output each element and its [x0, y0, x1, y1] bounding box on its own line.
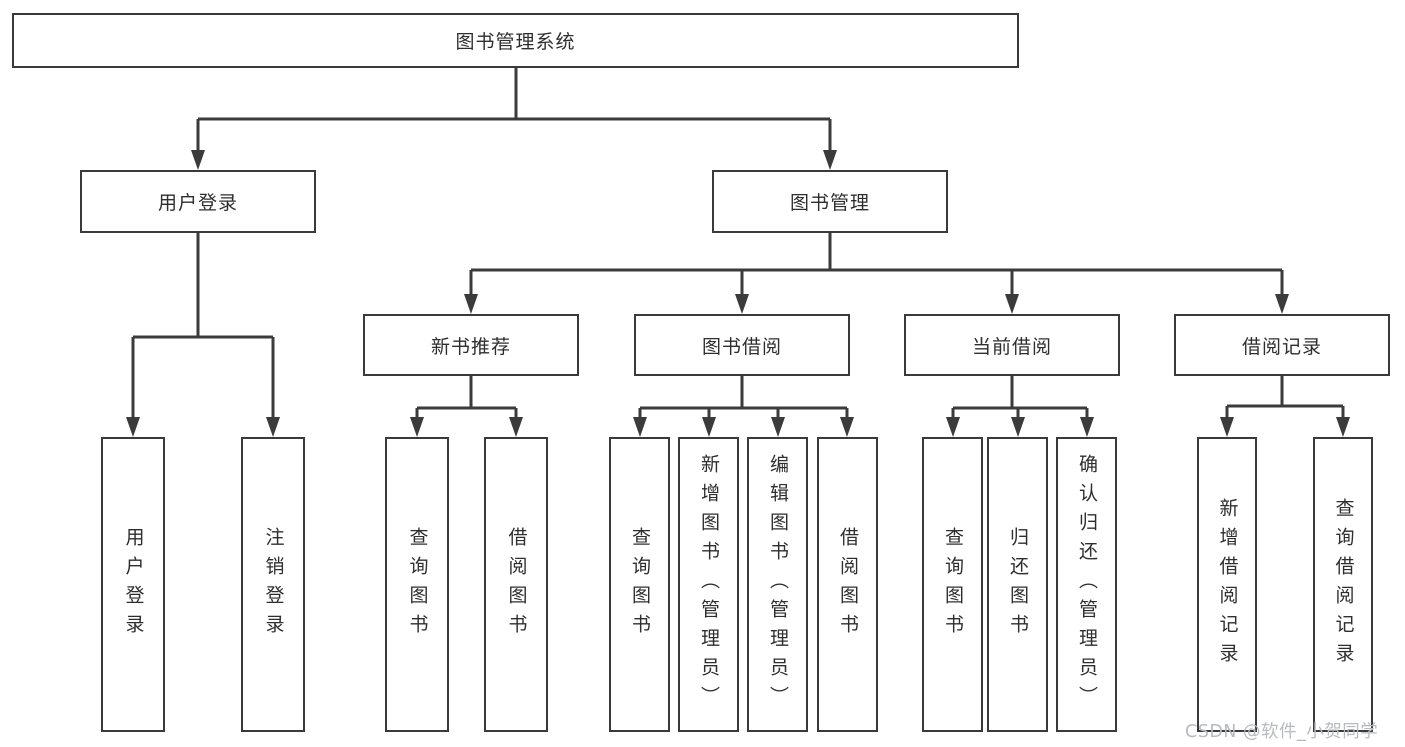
node-current-borrowing: 当前借阅: [904, 314, 1120, 376]
connector-borrow-record-to-leaves: [1225, 376, 1345, 420]
node-borrowing-records: 借阅记录: [1174, 314, 1390, 376]
leaf-add-books-admin: 新增图书（管理员）: [678, 437, 739, 732]
leaf-borrow-books-recommend: 借阅图书: [484, 437, 548, 732]
leaf-edit-books-admin: 编辑图书（管理员）: [747, 437, 808, 732]
connector-new-book-rec-to-leaves: [415, 376, 518, 420]
node-new-book-recommend: 新书推荐: [363, 314, 579, 376]
leaf-logout: 注销登录: [241, 437, 305, 732]
leaf-user-login: 用户登录: [101, 437, 165, 732]
leaf-query-books-borrowing: 查询图书: [609, 437, 670, 732]
leaf-borrow-books: 借阅图书: [817, 437, 878, 732]
leaf-add-borrow-record: 新增借阅记录: [1197, 437, 1257, 732]
leaf-return-books: 归还图书: [987, 437, 1048, 732]
connector-book-borrow-to-leaves: [638, 376, 849, 420]
node-root-system: 图书管理系统: [12, 13, 1019, 68]
connector-current-borrow-to-leaves: [951, 376, 1089, 420]
connector-book-mgmt-to-level3: [469, 233, 1284, 296]
node-book-borrowing: 图书借阅: [634, 314, 850, 376]
csdn-watermark: CSDN @软件_小贺同学: [1185, 722, 1379, 742]
leaf-query-books-current: 查询图书: [922, 437, 983, 732]
node-book-management: 图书管理: [712, 170, 948, 233]
connector-root-to-level2: [196, 68, 832, 152]
leaf-confirm-return-admin: 确认归还（管理员）: [1056, 437, 1117, 732]
node-user-login: 用户登录: [80, 170, 316, 233]
leaf-query-borrow-record: 查询借阅记录: [1313, 437, 1373, 732]
leaf-query-books-recommend: 查询图书: [385, 437, 449, 732]
connector-user-login-to-leaves: [131, 233, 275, 419]
